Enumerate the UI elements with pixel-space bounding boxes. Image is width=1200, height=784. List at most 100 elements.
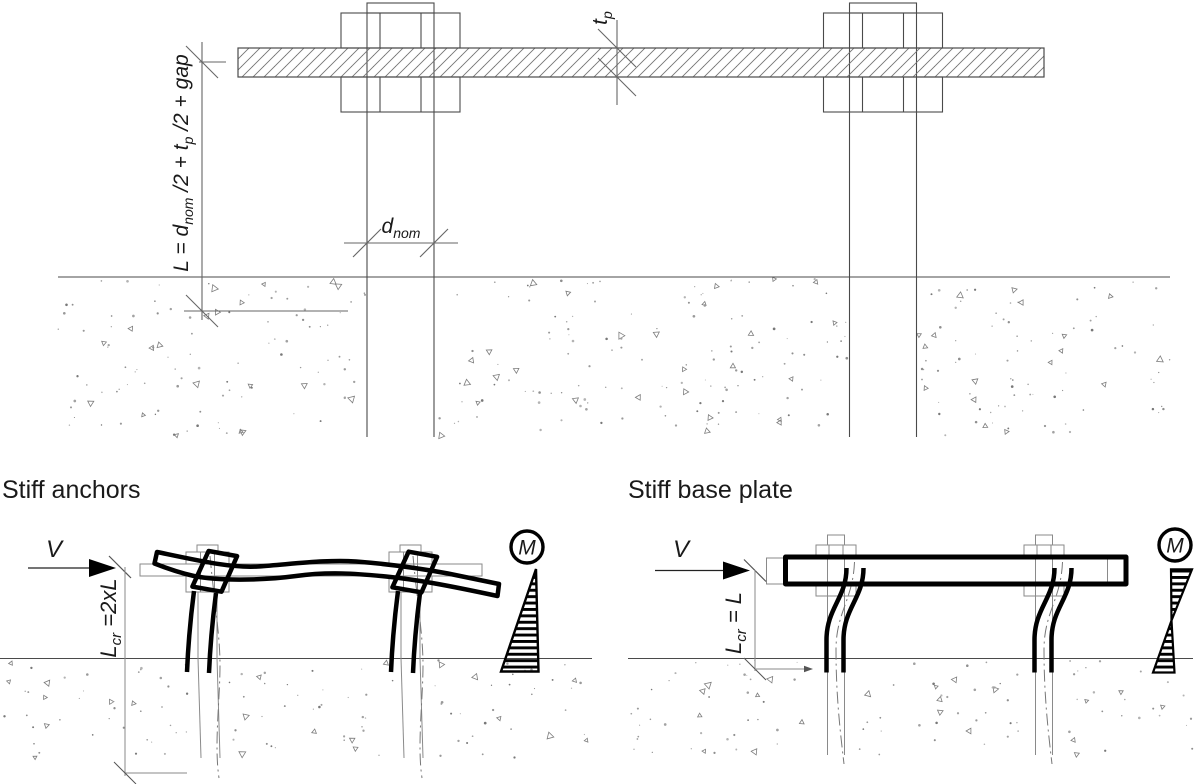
moment-label: M [518,537,536,560]
concrete-speck [577,384,580,387]
concrete-speck [151,741,153,743]
concrete-speck [471,735,474,738]
concrete-aggregate-triangle [1084,698,1090,704]
small-arrowhead [804,665,813,673]
concrete-speck [1095,315,1097,318]
concrete-speck [531,693,533,696]
upper-nut [822,12,944,49]
concrete-speck [845,321,847,323]
concrete-speck [361,668,363,670]
concrete-speck [694,286,696,288]
concrete-speck [559,279,563,283]
concrete-speck [803,353,806,356]
concrete-aggregate-triangle [1155,355,1164,363]
concrete-speck [453,422,456,424]
concrete-speck [167,685,170,688]
concrete-aggregate-triangle [788,376,794,382]
concrete-speck [71,303,74,306]
deformed-base-plate [152,549,502,599]
concrete-aggregate-triangle [1011,287,1018,294]
concrete-speck [726,738,729,741]
concrete-speck [710,350,713,352]
tick-mark [108,555,132,579]
concrete-speck [437,659,440,662]
concrete-speck [537,401,541,404]
concrete-speck [283,705,286,708]
concrete-aggregate-triangle [1070,736,1076,743]
concrete-speck [82,329,85,332]
concrete-speck [921,378,923,381]
concrete-speck [218,427,220,429]
concrete-speck [940,694,943,697]
concrete-aggregate-triangle [347,395,356,404]
concrete-speck [136,369,138,371]
concrete-speck [1006,735,1009,738]
concrete-speck [481,753,484,756]
concrete-speck [185,731,188,733]
concrete-speck [319,420,322,423]
concrete-speck [1092,691,1096,694]
concrete-speck [25,714,28,717]
concrete-speck [1002,318,1005,321]
concrete-speck [717,423,720,425]
concrete-speck [567,327,570,331]
concrete-aggregate-triangle [260,281,266,288]
concrete-speck [793,678,796,681]
concrete-speck [163,752,166,755]
deformed-geometry [152,548,502,674]
concrete-speck [879,716,882,719]
concrete-speck [751,346,754,350]
concrete-aggregate-triangle [863,689,872,698]
concrete-speck [1161,405,1163,408]
concrete-speck [600,421,603,425]
concrete-speck [134,371,136,373]
concrete-texture-bottom-right [630,659,1194,759]
concrete-speck [997,405,1000,407]
concrete-speck [450,712,453,715]
concrete-speck [139,710,142,713]
upper-nut [340,12,461,49]
stiff-anchors-title: Stiff anchors [2,476,141,504]
concrete-speck [605,337,608,341]
concrete-speck [466,741,469,745]
lower-nut [822,76,944,113]
moment-circle [1157,527,1193,563]
concrete-speck [551,678,554,681]
concrete-speck [668,679,670,682]
concrete-speck [508,683,511,686]
concrete-aggregate-triangle [713,282,720,290]
concrete-aggregate-triangle [916,333,923,339]
concrete-aggregate-triangle [348,737,356,744]
embedded-shaft-line [216,657,221,759]
concrete-speck [438,417,441,420]
concrete-speck [587,402,589,404]
bent-anchor-leg [1049,567,1074,673]
embedded-shaft-line [400,657,405,759]
centerline-dashdot [1043,561,1063,765]
concrete-speck [813,277,816,281]
concrete-speck [318,705,321,709]
concrete-speck [991,325,993,327]
concrete-speck [528,299,531,302]
concrete-speck [568,334,570,336]
concrete-speck [939,326,942,329]
concrete-speck [630,313,632,315]
concrete-speck [1168,359,1171,361]
concrete-aggregate-triangle [798,718,805,725]
concrete-speck [91,734,94,736]
concrete-speck [311,669,314,672]
concrete-aggregate-triangle [1118,690,1124,696]
concrete-speck [925,359,927,362]
concrete-speck [228,681,231,684]
concrete-speck [343,735,346,738]
concrete-speck [146,738,149,741]
concrete-aggregate-triangle [463,378,472,386]
concrete-aggregate-triangle [32,755,38,761]
concrete-speck [825,292,828,295]
concrete-speck [124,366,127,369]
concrete-aggregate-triangle [729,362,737,369]
shear-force: V [655,536,767,582]
concrete-speck [456,293,458,296]
concrete-speck [497,363,499,365]
